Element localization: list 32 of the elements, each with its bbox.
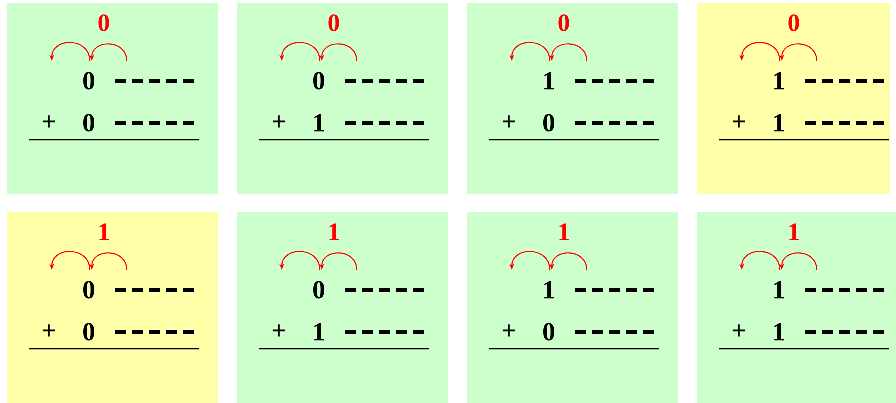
digit: 0 — [84, 323, 95, 341]
digit: + — [42, 116, 56, 128]
carry-digit: 1 — [560, 224, 569, 240]
digit: 0 — [84, 114, 95, 132]
digit: 0 — [84, 72, 95, 90]
digit: 1 — [544, 72, 554, 90]
digit: + — [502, 324, 516, 337]
digit: 1 — [314, 114, 324, 132]
carry-digit: 0 — [98, 14, 110, 32]
digit: 0 — [314, 281, 325, 299]
carry-digit: 1 — [100, 224, 109, 240]
digit: + — [502, 116, 516, 128]
digit: + — [272, 324, 286, 337]
digit: 1 — [544, 281, 554, 299]
digit: 1 — [774, 114, 784, 132]
digit: 0 — [544, 114, 555, 132]
digit: 1 — [314, 323, 324, 341]
digit: 1 — [774, 323, 784, 341]
digit: + — [272, 116, 286, 128]
digit: 0 — [314, 72, 325, 90]
carry-digit: 1 — [790, 224, 799, 240]
digit: 0 — [544, 323, 555, 341]
digit: 0 — [84, 281, 95, 299]
digit: + — [732, 324, 746, 337]
carry-digit: 0 — [788, 14, 800, 32]
carry-digit: 0 — [328, 14, 340, 32]
digit: 1 — [774, 72, 784, 90]
digit: + — [42, 324, 56, 337]
digit: 1 — [774, 281, 784, 299]
carry-digit: 0 — [558, 14, 570, 32]
digit: + — [732, 116, 746, 128]
carry-digit: 1 — [330, 224, 339, 240]
